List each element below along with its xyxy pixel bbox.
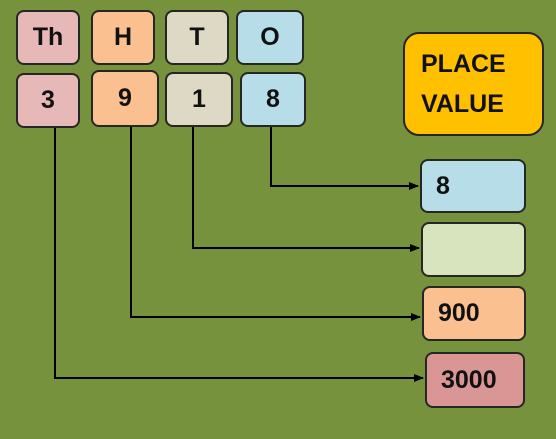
title-line-2: VALUE (421, 90, 504, 118)
arrow-ones (270, 127, 419, 190)
header-ones: O (236, 10, 304, 65)
arrow-tens (192, 127, 420, 252)
digit-tens: 1 (165, 72, 233, 127)
place-value-tens (421, 222, 526, 277)
digit-ones: 8 (240, 72, 306, 127)
header-thousands: Th (16, 10, 80, 65)
place-value-thousands: 3000 (425, 352, 525, 408)
place-value-ones: 8 (420, 159, 526, 213)
place-value-hundreds: 900 (422, 286, 526, 341)
title-line-1: PLACE (421, 50, 506, 78)
arrow-thousands (54, 128, 424, 382)
digit-thousands: 3 (16, 73, 80, 128)
place-value-title: PLACE VALUE (403, 32, 544, 136)
digit-hundreds: 9 (91, 70, 159, 127)
arrow-hundreds (130, 127, 421, 321)
header-hundreds: H (91, 10, 155, 65)
header-tens: T (165, 10, 229, 65)
